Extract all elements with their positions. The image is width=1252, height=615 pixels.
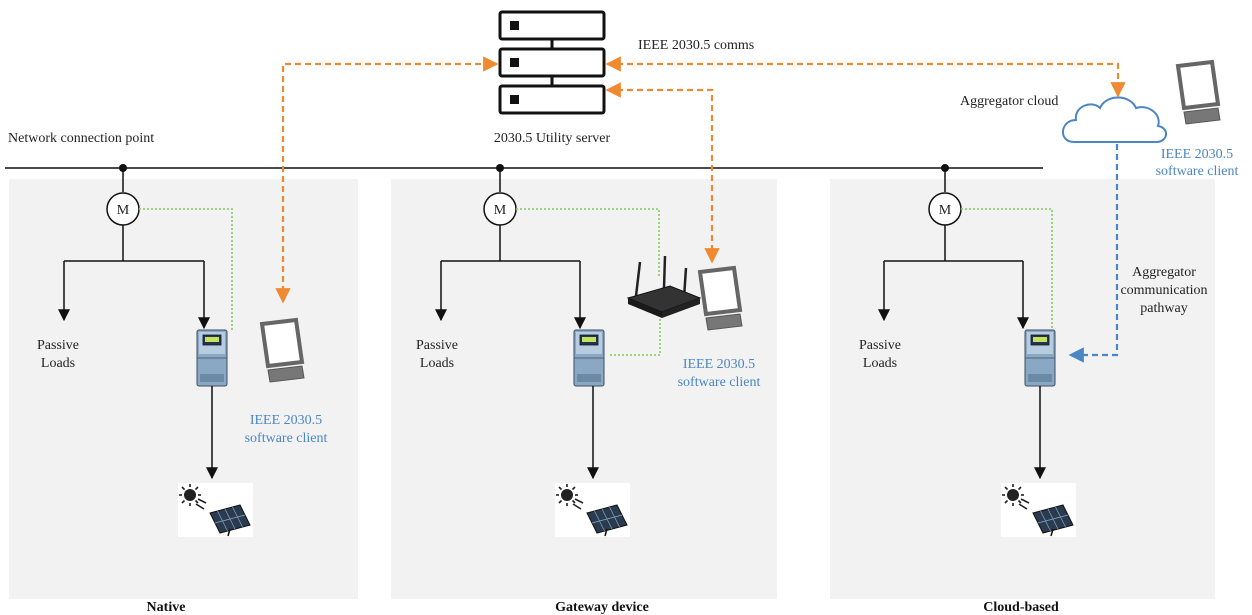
network-connection-point-label: Network connection point (8, 131, 154, 146)
caption-cloud: Cloud-based (983, 600, 1059, 615)
cloud-client-label-2: software client (1156, 164, 1239, 179)
computer-icon (260, 318, 306, 384)
solar-panel-icon (177, 482, 254, 538)
passive-loads-label-2: Loads (863, 356, 897, 371)
aggregator-cloud-label: Aggregator cloud (960, 94, 1058, 109)
passive-loads-label-2: Loads (420, 356, 454, 371)
passive-loads-label-1: Passive (37, 338, 79, 353)
gateway-section: M Passive Loads IEEE 2030.5 software cli… (416, 164, 761, 538)
aggregator-pathway-label-1: Aggregator (1132, 265, 1196, 280)
aggregator-pathway-label-3: pathway (1140, 301, 1187, 316)
ieee-comms-label: IEEE 2030.5 comms (638, 38, 754, 53)
router-icon (626, 255, 702, 318)
caption-native: Native (147, 600, 186, 615)
inverter-icon (196, 329, 228, 387)
server-icon (498, 10, 606, 115)
meter-label: M (939, 203, 952, 218)
cloud-icon (1062, 96, 1167, 143)
aggregator-pathway-line (1068, 144, 1119, 363)
meter-label: M (494, 203, 507, 218)
cloud-client-label-1: IEEE 2030.5 (1161, 147, 1233, 162)
passive-loads-label-1: Passive (859, 338, 901, 353)
passive-loads-label-1: Passive (416, 338, 458, 353)
cloud-section: M Passive Loads (859, 164, 1077, 538)
computer-icon (1176, 60, 1222, 126)
native-section: M Passive Loads IEEE 2030.5 software cli… (37, 164, 328, 538)
comms-path-gateway (605, 82, 720, 264)
meter-label: M (117, 203, 130, 218)
native-client-label-1: IEEE 2030.5 (250, 413, 322, 428)
computer-icon (698, 266, 744, 332)
aggregator-pathway-label-2: communication (1120, 283, 1207, 298)
solar-panel-icon (1000, 482, 1077, 538)
native-client-label-2: software client (245, 431, 328, 446)
comms-path-native (275, 56, 499, 304)
inverter-icon (1024, 329, 1056, 387)
solar-panel-icon (554, 482, 631, 538)
gateway-client-label-1: IEEE 2030.5 (683, 357, 755, 372)
inverter-icon (573, 329, 605, 387)
gateway-client-label-2: software client (678, 375, 761, 390)
passive-loads-label-2: Loads (41, 356, 75, 371)
caption-gateway: Gateway device (555, 600, 649, 615)
utility-server-label: 2030.5 Utility server (494, 131, 611, 146)
comms-path-cloud (605, 56, 1126, 98)
